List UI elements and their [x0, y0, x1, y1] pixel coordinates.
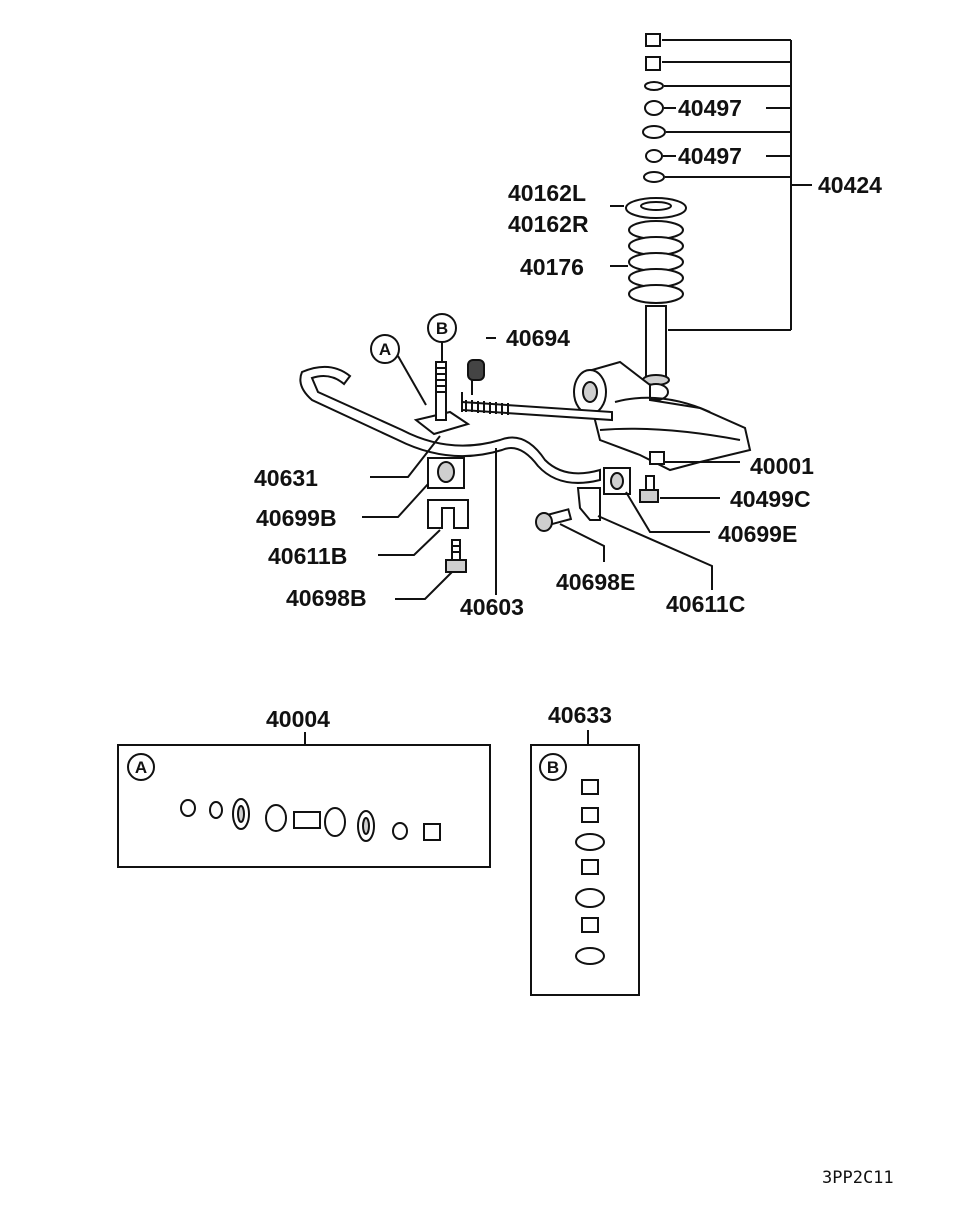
label-40176: 40176 [520, 254, 584, 280]
callout-a-letter: A [379, 340, 391, 359]
callout-b-letter: B [436, 319, 448, 338]
kit-40633-box: 40633 B [530, 702, 640, 996]
label-40633: 40633 [548, 702, 612, 728]
cup-washer-upper [642, 125, 666, 139]
label-40699E: 40699E [718, 521, 797, 547]
label-40699B: 40699B [256, 505, 337, 531]
label-40001: 40001 [750, 453, 814, 479]
shock-absorber-body [645, 305, 667, 379]
label-40611B: 40611B [268, 543, 347, 569]
label-40499C: 40499C [730, 486, 811, 512]
nut-top [645, 33, 661, 47]
bushing-upper [644, 100, 664, 116]
stabilizer-link-40631 [413, 361, 471, 436]
nut-second [645, 56, 661, 71]
cup-washer-lower [643, 171, 665, 183]
leader-lines [362, 435, 740, 600]
kit-40004-box: 40004 A [117, 706, 491, 868]
label-40698E: 40698E [556, 569, 635, 595]
bolt-40499C [639, 475, 659, 503]
rear-axle-40001 [573, 360, 752, 472]
bushing-lower [645, 149, 663, 163]
callout-a: A [370, 334, 427, 406]
label-40497-lower: 40497 [678, 143, 742, 169]
bracket-40424 [662, 39, 812, 331]
bracket-40611C [576, 487, 601, 521]
label-40694: 40694 [506, 325, 570, 351]
strut-top-hardware [642, 33, 666, 183]
label-40497-upper: 40497 [678, 95, 742, 121]
coil-spring-40176 [610, 220, 684, 304]
label-40162L: 40162L [508, 180, 586, 206]
bushing-40694 [467, 359, 485, 381]
callout-b: B [427, 313, 457, 362]
figure-code: 3PP2C11 [822, 1168, 894, 1188]
kit-a-letter: A [135, 758, 147, 777]
label-40698B: 40698B [286, 585, 367, 611]
label-40162R: 40162R [508, 211, 589, 237]
bolt-40698E [535, 508, 573, 532]
label-40631: 40631 [254, 465, 318, 491]
label-40004: 40004 [266, 706, 330, 732]
bracket-40611B [427, 499, 469, 529]
washer-thin [644, 81, 664, 91]
label-40603: 40603 [460, 594, 524, 620]
bolt-40698B [445, 539, 467, 573]
label-40611C: 40611C [666, 591, 745, 617]
stabilizer-bar-40603 [299, 365, 601, 484]
label-40424: 40424 [818, 172, 882, 198]
kit-b-letter: B [547, 758, 559, 777]
